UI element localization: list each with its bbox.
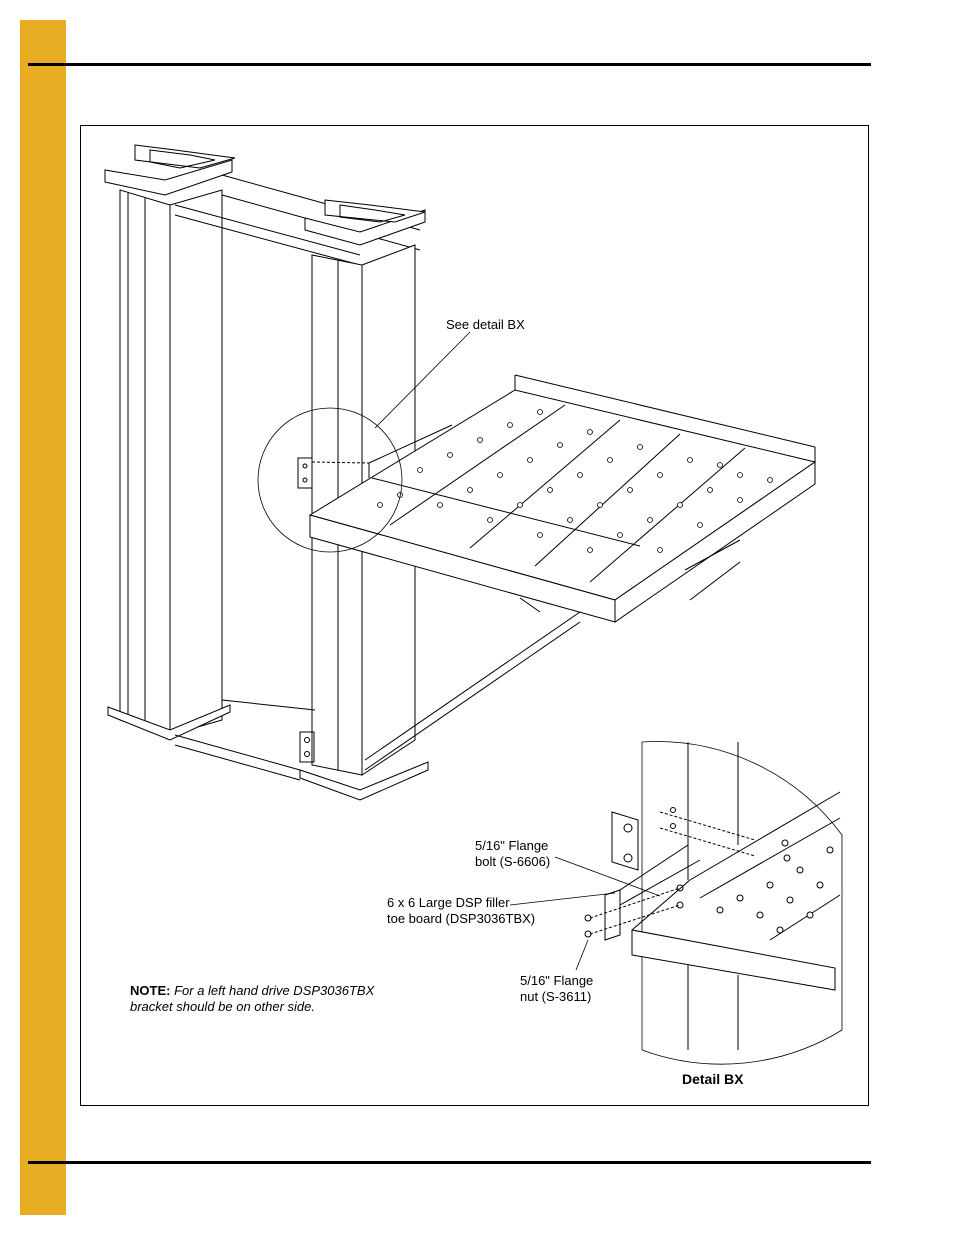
figure-frame (80, 125, 869, 1106)
see-detail-label: See detail BX (446, 317, 525, 332)
flange-bolt-line2: bolt (S-6606) (475, 854, 551, 869)
left-hand-drive-note: NOTE: For a left hand drive DSP3036TBX b… (130, 983, 374, 1015)
flange-nut-line2: nut (S-3611) (520, 989, 592, 1004)
header-rule (28, 63, 871, 66)
bracket-main (297, 457, 370, 489)
bottom-rail (174, 611, 581, 781)
flange-nut-line1: 5/16" Flange (520, 973, 594, 988)
platform-deck (308, 374, 817, 623)
flange-nut-label: 5/16" Flange nut (S-3611) (520, 973, 593, 1005)
flange-bolt-line1: 5/16" Flange (475, 838, 549, 853)
detail-bx-view (584, 741, 843, 1065)
deck-perforations (377, 409, 773, 553)
filler-line1: 6 x 6 Large DSP filler (387, 895, 510, 910)
detail-leaders (509, 856, 661, 971)
note-label: NOTE: (130, 983, 171, 998)
filler-toe-board-label: 6 x 6 Large DSP filler toe board (DSP303… (387, 895, 535, 927)
detail-bx-title: Detail BX (682, 1071, 744, 1087)
note-text-2: bracket should be on other side. (130, 999, 316, 1014)
footer-rule (28, 1161, 871, 1164)
flange-bolt-label: 5/16" Flange bolt (S-6606) (475, 838, 550, 870)
left-leg-column (104, 144, 236, 741)
detail-circle (257, 407, 403, 553)
see-detail-leader (374, 331, 471, 429)
filler-line2: toe board (DSP3036TBX) (387, 911, 536, 926)
page-sidebar-tab (20, 20, 66, 1215)
note-text-1: For a left hand drive DSP3036TBX (174, 983, 375, 998)
